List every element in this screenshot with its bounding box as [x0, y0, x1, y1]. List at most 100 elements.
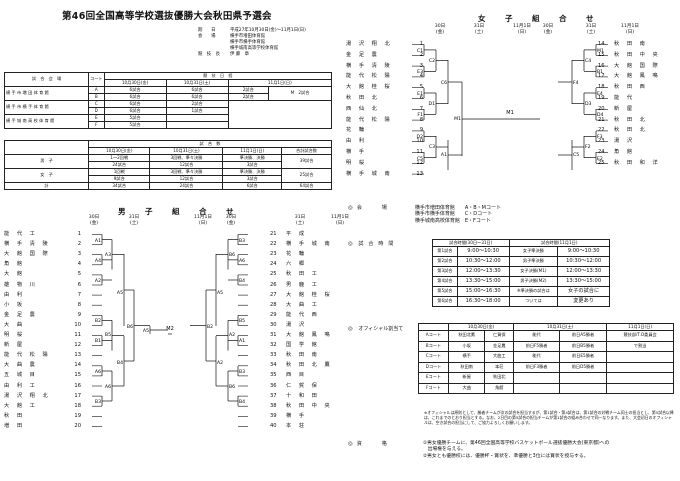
day-header: 30日(金)	[80, 215, 108, 226]
team-seed: 25	[270, 271, 277, 278]
game-code: B4	[239, 399, 245, 405]
team-seed: 13	[416, 170, 423, 177]
official-note: ※オフィシャルは原則として、勝者チームが次の試合を担当するが、第1試合・第4試合…	[424, 410, 674, 426]
meta-row: 横手城南高等学校体育館	[198, 46, 306, 52]
time-cell: 第4試合	[432, 276, 458, 287]
team-seed: 10	[74, 321, 81, 328]
day-label: 30日	[542, 24, 554, 29]
time-cell: 10:30～12:00	[456, 256, 510, 267]
boys-bracket-title: 男 子 組 合 せ	[118, 207, 240, 216]
official-cell: 能代	[513, 351, 560, 363]
official-cell: 前日F5勝者	[513, 340, 560, 352]
team-seed: 9	[419, 127, 423, 134]
team-seed: 27	[270, 291, 277, 298]
venue-info-row: 横手市増田体育館 A・B・Mコート	[414, 205, 501, 211]
court-code: F	[88, 121, 105, 129]
weekday-label: (金)	[89, 220, 99, 226]
weekday-label: (金)	[435, 29, 445, 35]
qualification: ◎ 資 格 ①男女優勝チームに、第46回全国高等学校バスケットボール選抜優勝大会…	[348, 441, 609, 460]
count-header: 試 合 数	[88, 140, 332, 148]
team-name: 横 手 清 陵	[346, 62, 393, 69]
m-court-count: 2試合	[298, 90, 310, 96]
game-code: B4	[117, 360, 123, 366]
time-cell: ついては	[508, 296, 559, 307]
venue-info-label: 会 場	[356, 205, 387, 211]
game-code: B5	[105, 332, 111, 338]
off-head: 10月30日(金)	[447, 323, 515, 331]
weekday-label: (日)	[625, 29, 635, 35]
game-code: A3	[105, 252, 111, 258]
team-name: 平 成	[286, 231, 308, 237]
team-name: 秋 田 中 央	[286, 402, 333, 409]
total-count: 24試合	[149, 182, 224, 190]
meta-key: 期 日	[198, 28, 216, 33]
team-seed: 7	[419, 105, 423, 112]
official-cell: 大曲工	[484, 351, 515, 363]
team-seed: 34	[270, 362, 277, 369]
game-code: C1	[417, 48, 423, 54]
team-seed: 11	[74, 332, 81, 338]
official-row: Aコート秋田北鷹仁賀保能代前日A5勝者競技部/T.O委員会	[418, 330, 674, 342]
game-code: B2	[95, 318, 101, 324]
time-cell: 9:00～10:30	[456, 246, 510, 257]
team-seed: 6	[77, 281, 81, 288]
boys-count: 3回戦、準々決勝	[149, 154, 224, 162]
team-name: 湯 沢 翔 北	[4, 392, 51, 399]
team-entry: 西 仙 北 7	[346, 105, 432, 114]
team-seed: 29	[270, 311, 277, 318]
team-name: 横 手	[286, 412, 308, 419]
bullet-icon: ◎	[348, 326, 353, 332]
team-seed: 2	[419, 51, 423, 58]
official-cell: 本荘	[484, 361, 515, 373]
day-header: 11月1日(日)	[614, 24, 646, 35]
boys-count: 24試合	[87, 161, 151, 169]
game-code: A6	[95, 369, 101, 375]
game-code: B1	[95, 338, 101, 344]
team-name: 大 館 鳳 鳴	[286, 332, 333, 338]
team-seed: 16	[598, 62, 605, 69]
game-code: B3	[239, 238, 245, 244]
day30-header: 10月30日(金)	[103, 79, 167, 87]
team-name: 大 館 国 際	[614, 62, 661, 69]
meta-key: 会 場	[198, 34, 216, 40]
time-cell: 第3試合	[432, 266, 458, 277]
qual-line: ①男女優勝チームに、第46回全国高等学校バスケットボール選抜優勝大会(東京都)へ…	[422, 441, 610, 446]
team-name: 西 仙 北	[346, 105, 380, 112]
team-name: 金 足 農	[4, 311, 38, 318]
weekday-label: (日)	[517, 29, 527, 35]
game-code: M1	[454, 116, 461, 122]
team-seed: 18	[598, 84, 605, 91]
off-head: 10月31日(土)	[513, 323, 608, 331]
time-cell: 第1試合	[432, 246, 458, 257]
venue-info: ◎ 会 場 横手市増田体育館 A・B・Mコート 横手市横手体育館 C・Dコート …	[348, 205, 501, 224]
team-name: 横 手 城 南	[286, 241, 333, 248]
court-day31: 6試合	[165, 93, 229, 101]
game-code: F2	[585, 144, 591, 150]
official-cell: 前日B5勝者	[558, 340, 608, 352]
official-row: Bコート小坂金足農前日F5勝者前日B5勝者で割当	[418, 340, 674, 352]
meta-row: 期 日平成27年10月30日(金)～11月1日(日)	[198, 28, 306, 34]
team-name: 能 代 西	[286, 311, 320, 318]
official-cell: 前日D5勝者	[558, 361, 608, 373]
meta-value: 横手市増田体育館	[230, 34, 266, 40]
team-name: 湯 沢	[614, 138, 636, 145]
meta-row: 会 場 横手市増田体育館	[198, 34, 306, 40]
game-code: D3	[585, 101, 592, 107]
official-row: Cコート横手大曲工能代前日E5勝者	[418, 351, 674, 363]
team-seed: 24	[270, 261, 277, 268]
